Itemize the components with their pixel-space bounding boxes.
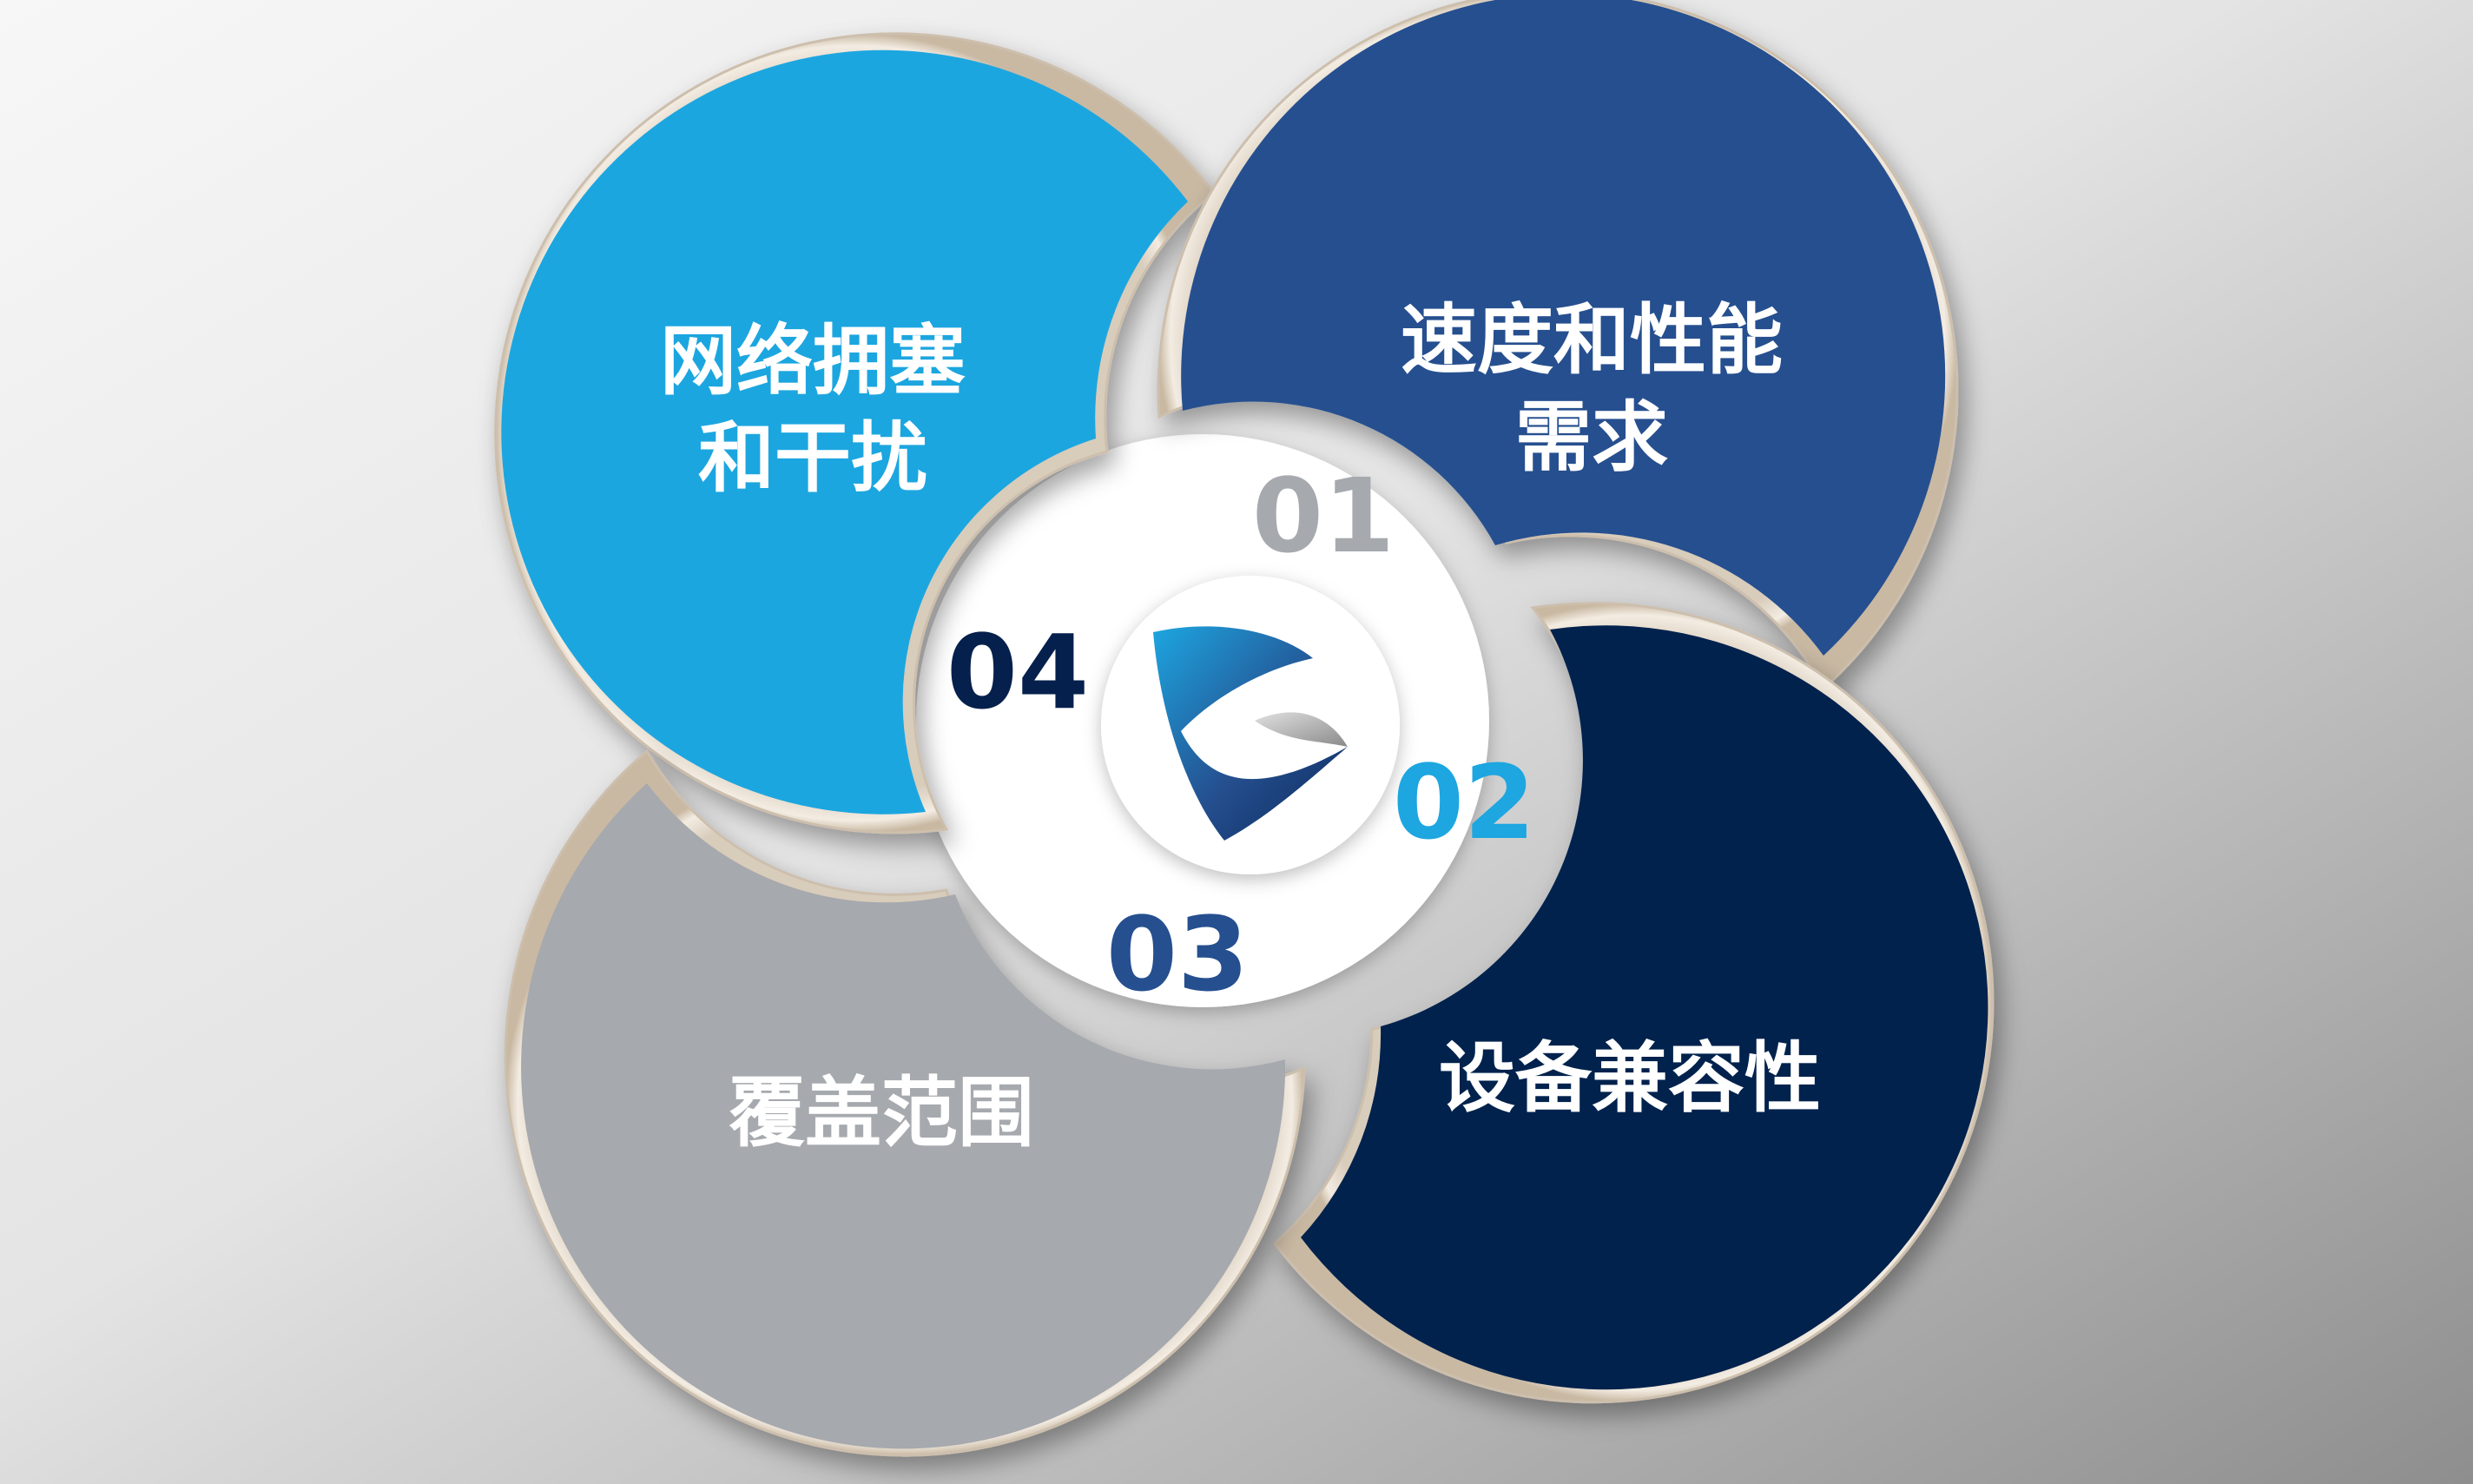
petal-02-fill — [1301, 625, 1988, 1390]
item-04-number: 04 — [946, 612, 1089, 732]
item-01-label-line: 速度和性能 — [1401, 295, 1783, 385]
item-02-label: 设备兼容性 — [1439, 1033, 1821, 1123]
petal-04 — [494, 32, 1217, 834]
petal-03 — [504, 749, 1306, 1457]
center-logo — [1101, 576, 1400, 874]
petal-04-fill — [501, 49, 1188, 815]
petal-03-fill — [521, 783, 1286, 1449]
item-04-label: 网络拥塞和干扰 — [660, 316, 966, 503]
center-logo-disc — [1101, 576, 1400, 874]
item-01-label: 速度和性能需求 — [1401, 295, 1783, 482]
item-03-label: 覆盖范围 — [729, 1068, 1034, 1158]
item-02-number: 02 — [1393, 742, 1535, 862]
petal-01 — [1157, 0, 1959, 691]
item-02-label-line: 设备兼容性 — [1439, 1033, 1821, 1123]
item-03-number: 03 — [1106, 894, 1249, 1014]
petal-01-fill — [1181, 0, 1946, 656]
swoosh-logo-icon — [1153, 626, 1348, 841]
item-03-label-line: 覆盖范围 — [729, 1068, 1034, 1158]
item-04-label-line: 和干扰 — [698, 413, 927, 503]
swoosh-logo-gray — [1255, 712, 1348, 747]
item-01-number: 01 — [1252, 456, 1395, 576]
item-04-label-line: 网络拥塞 — [660, 316, 966, 406]
swoosh-logo-blue — [1153, 626, 1348, 841]
petal-02 — [1272, 602, 1995, 1404]
item-01-label-line: 需求 — [1515, 392, 1668, 482]
